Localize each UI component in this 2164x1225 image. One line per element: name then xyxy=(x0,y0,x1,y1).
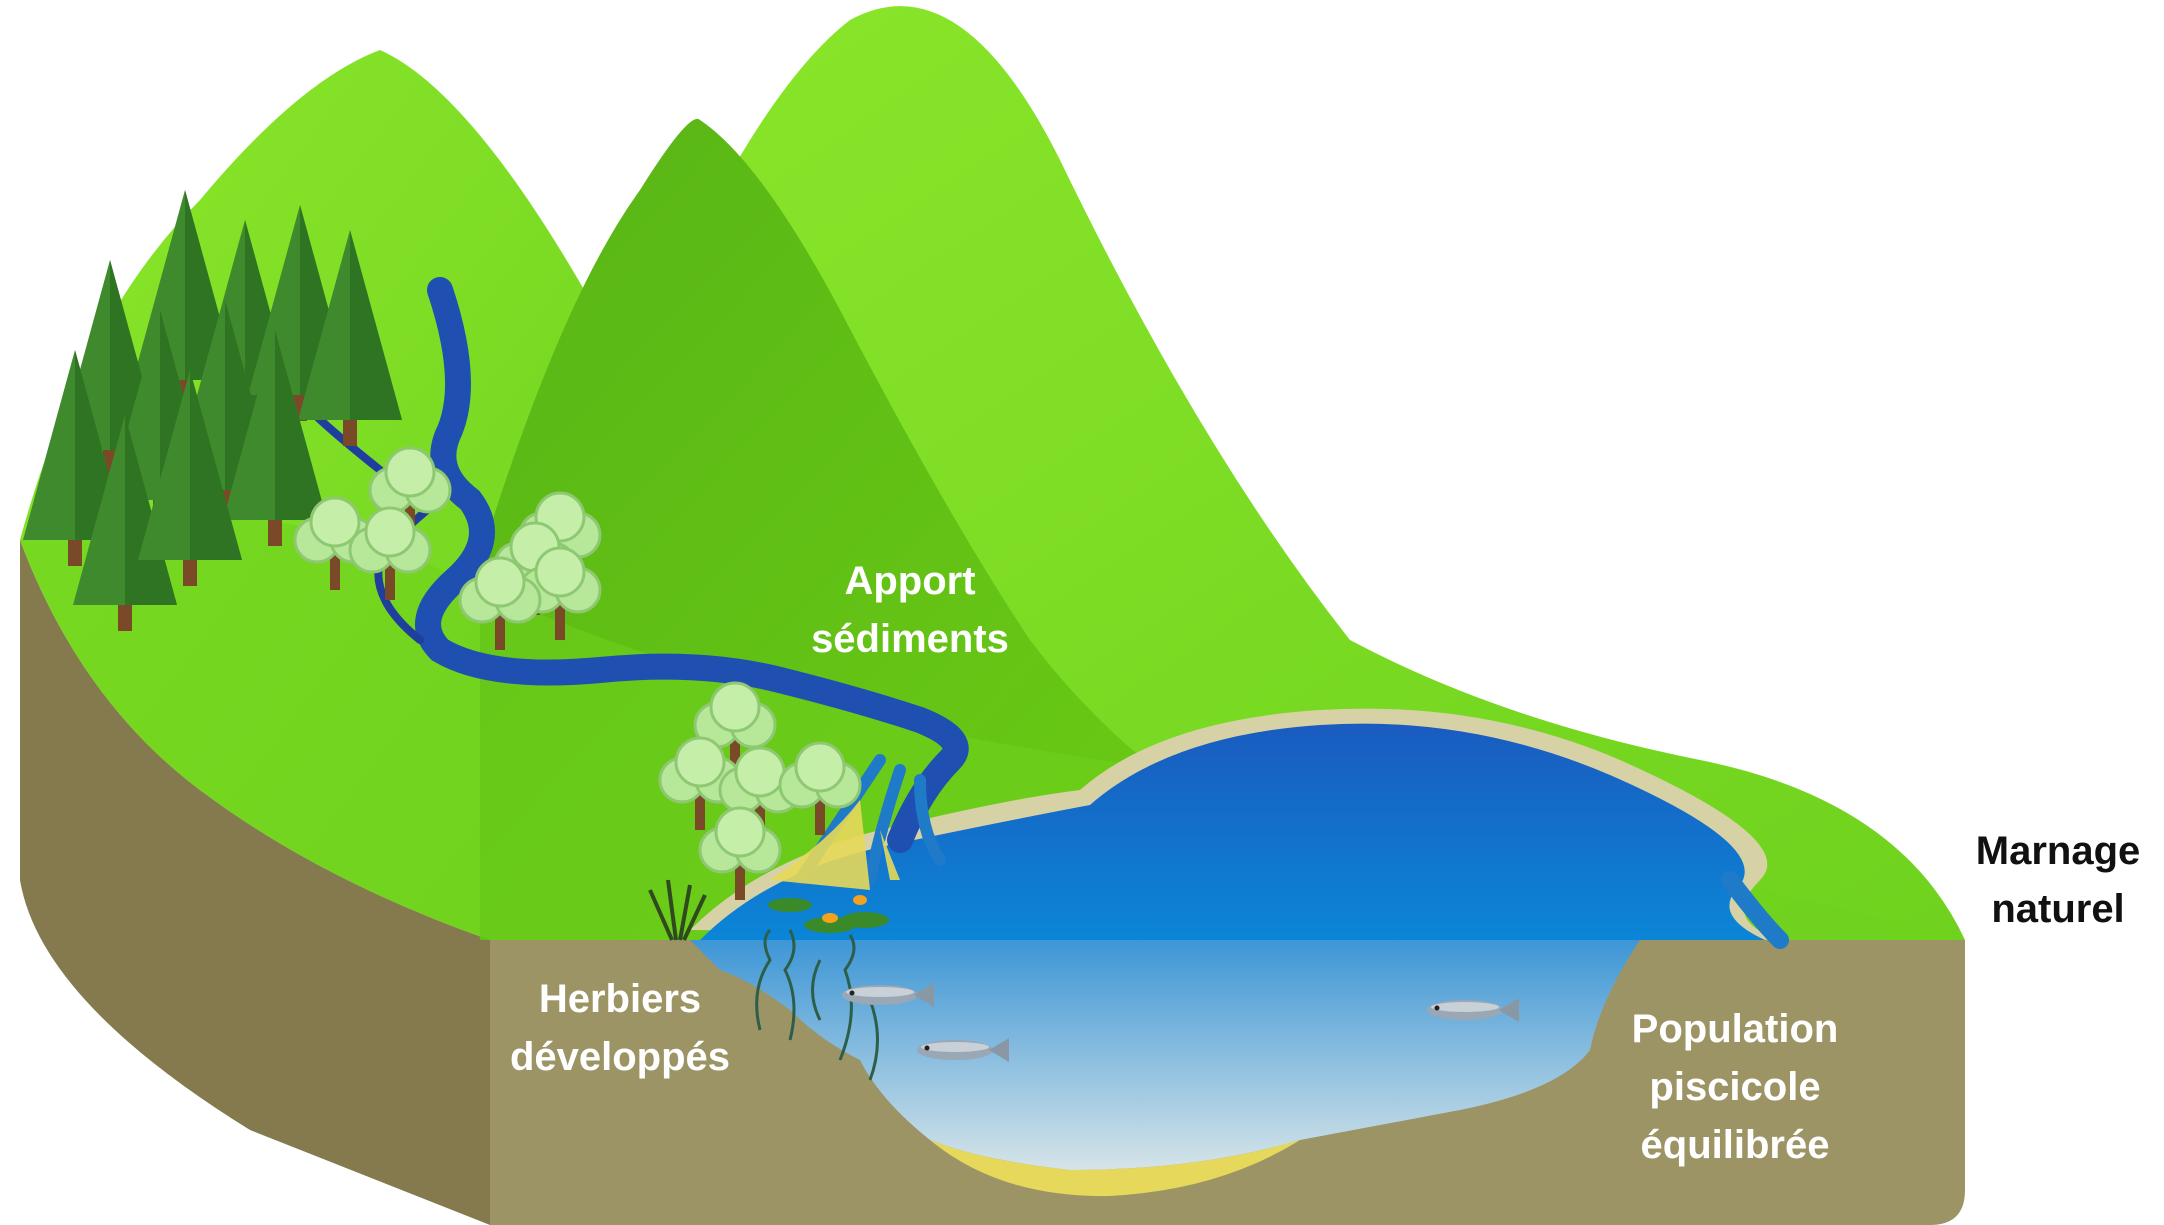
label-herbiers-line1: Herbiers xyxy=(538,977,702,1021)
label-marnage-line1: Marnage xyxy=(1975,829,2141,873)
label-population-line3: équilibrée xyxy=(1640,1123,1830,1167)
label-population-piscicole: Population piscicole équilibrée xyxy=(1610,1000,1860,1174)
soil-side xyxy=(20,540,490,1225)
lake-outlet xyxy=(1721,871,1789,949)
river xyxy=(415,277,969,853)
label-apport-line1: Apport xyxy=(844,559,976,603)
label-population-line2: piscicole xyxy=(1649,1065,1821,1109)
label-marnage-naturel: Marnage naturel xyxy=(1960,822,2156,938)
aquatic-plant-icon xyxy=(755,928,879,1081)
label-population-line1: Population xyxy=(1631,1007,1839,1051)
label-apport-line2: sédiments xyxy=(811,617,1009,661)
label-marnage-line2: naturel xyxy=(1991,887,2125,931)
water-lily-icon xyxy=(768,895,889,933)
lake-surface xyxy=(700,723,1765,940)
lake-bed-sediment xyxy=(930,1140,1300,1197)
sediment-fan xyxy=(770,800,900,890)
label-herbiers-developpes: Herbiers développés xyxy=(490,970,750,1086)
reed-icon xyxy=(648,879,707,941)
label-apport-sediments: Apport sédiments xyxy=(800,552,1020,668)
label-herbiers-line2: développés xyxy=(509,1035,731,1079)
